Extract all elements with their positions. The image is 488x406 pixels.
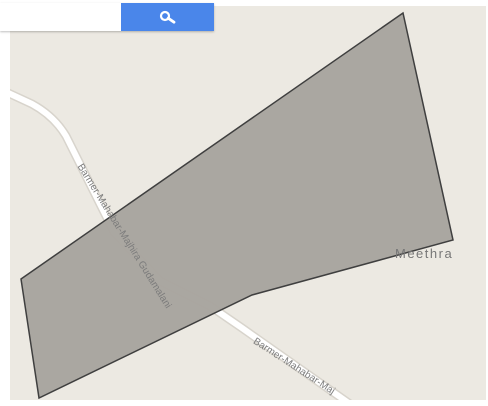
search-icon	[159, 10, 177, 24]
drawn-polygon[interactable]	[20, 11, 454, 400]
map-layer	[10, 11, 454, 400]
place-label: Meethra	[395, 246, 454, 261]
search-button[interactable]	[121, 3, 214, 31]
map-canvas[interactable]: Barmer-Mahabar-Majhira Gudamalani Barmer…	[10, 6, 486, 400]
search-box	[0, 3, 214, 31]
search-input[interactable]	[0, 3, 121, 31]
